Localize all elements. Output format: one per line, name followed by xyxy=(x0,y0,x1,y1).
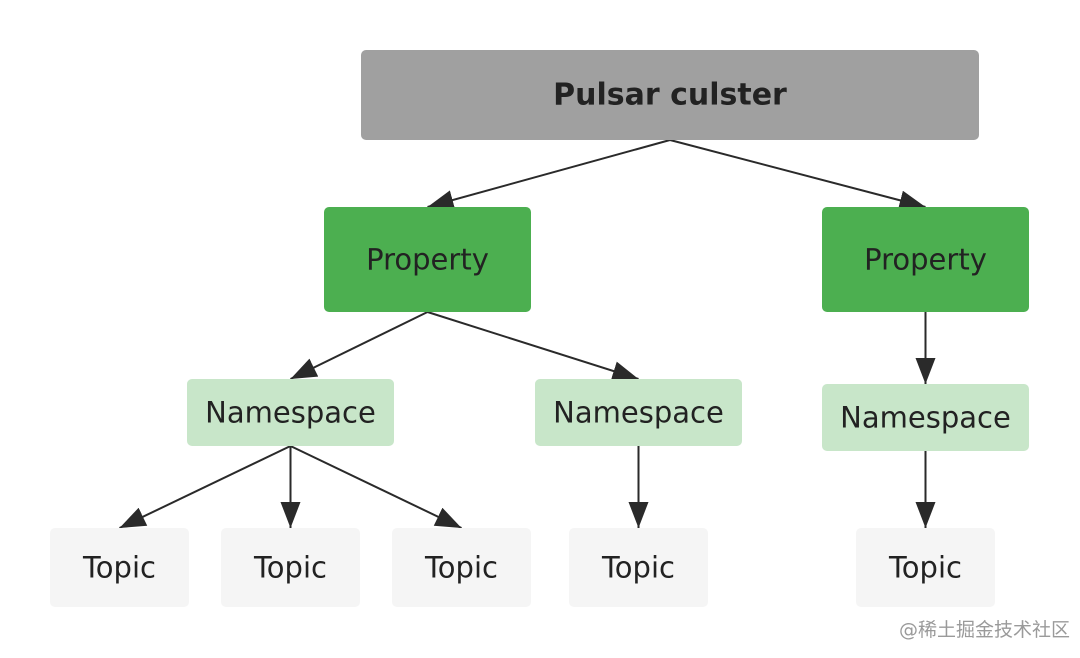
topic-box xyxy=(392,528,531,607)
cluster-node: Pulsar culster xyxy=(361,50,979,140)
topic-node: Topic xyxy=(50,528,189,607)
namespace-label: Namespace xyxy=(553,396,724,430)
namespace-box xyxy=(822,384,1029,451)
topic-box xyxy=(50,528,189,607)
namespace-node: Namespace xyxy=(535,379,742,446)
namespace-label: Namespace xyxy=(205,396,376,430)
property-node: Property xyxy=(324,207,531,312)
edges-layer xyxy=(119,139,936,529)
property-box xyxy=(822,207,1029,312)
topic-node: Topic xyxy=(221,528,360,607)
edge-property_1-to-namespace_1 xyxy=(290,311,428,380)
edge-cluster-to-property_2 xyxy=(669,139,926,211)
namespace-box xyxy=(187,379,394,446)
topic-label: Topic xyxy=(888,551,962,585)
topic-label: Topic xyxy=(82,551,156,585)
topic-label: Topic xyxy=(253,551,327,585)
edge-namespace_1-to-topic_3 xyxy=(290,445,462,529)
namespace-node: Namespace xyxy=(187,379,394,446)
topic-node: Topic xyxy=(569,528,708,607)
topic-box xyxy=(569,528,708,607)
property-node: Property xyxy=(822,207,1029,312)
topic-box xyxy=(221,528,360,607)
namespace-box xyxy=(535,379,742,446)
edge-namespace_1-to-topic_1 xyxy=(119,445,291,529)
cluster-box xyxy=(361,50,979,140)
watermark-text: @稀土掘金技术社区 xyxy=(899,619,1071,641)
topic-node: Topic xyxy=(392,528,531,607)
topic-label: Topic xyxy=(601,551,675,585)
topic-node: Topic xyxy=(856,528,995,607)
edge-property_1-to-namespace_2 xyxy=(427,311,639,381)
topic-label: Topic xyxy=(424,551,498,585)
property-box xyxy=(324,207,531,312)
namespace-label: Namespace xyxy=(840,401,1011,435)
namespace-node: Namespace xyxy=(822,384,1029,451)
property-label: Property xyxy=(864,243,987,277)
property-label: Property xyxy=(366,243,489,277)
edge-cluster-to-property_1 xyxy=(427,139,671,210)
topic-box xyxy=(856,528,995,607)
cluster-label: Pulsar culster xyxy=(553,78,787,113)
